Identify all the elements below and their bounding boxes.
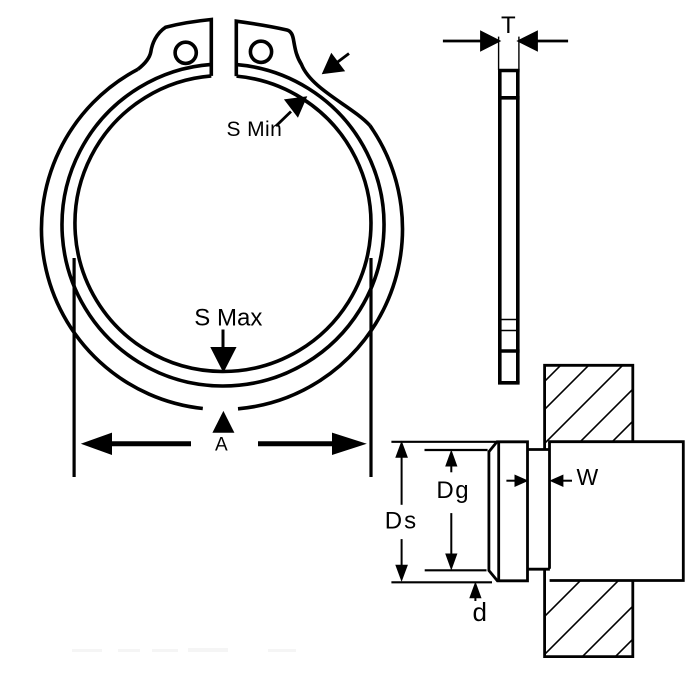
svg-text:S Max: S Max xyxy=(194,305,262,332)
svg-text:Dg: Dg xyxy=(436,477,470,504)
svg-text:T: T xyxy=(501,12,516,39)
svg-text:d: d xyxy=(473,597,487,627)
svg-text:A: A xyxy=(215,435,228,456)
svg-text:S Min: S Min xyxy=(227,118,283,141)
svg-text:Ds: Ds xyxy=(385,508,418,535)
svg-text:W: W xyxy=(577,464,599,490)
